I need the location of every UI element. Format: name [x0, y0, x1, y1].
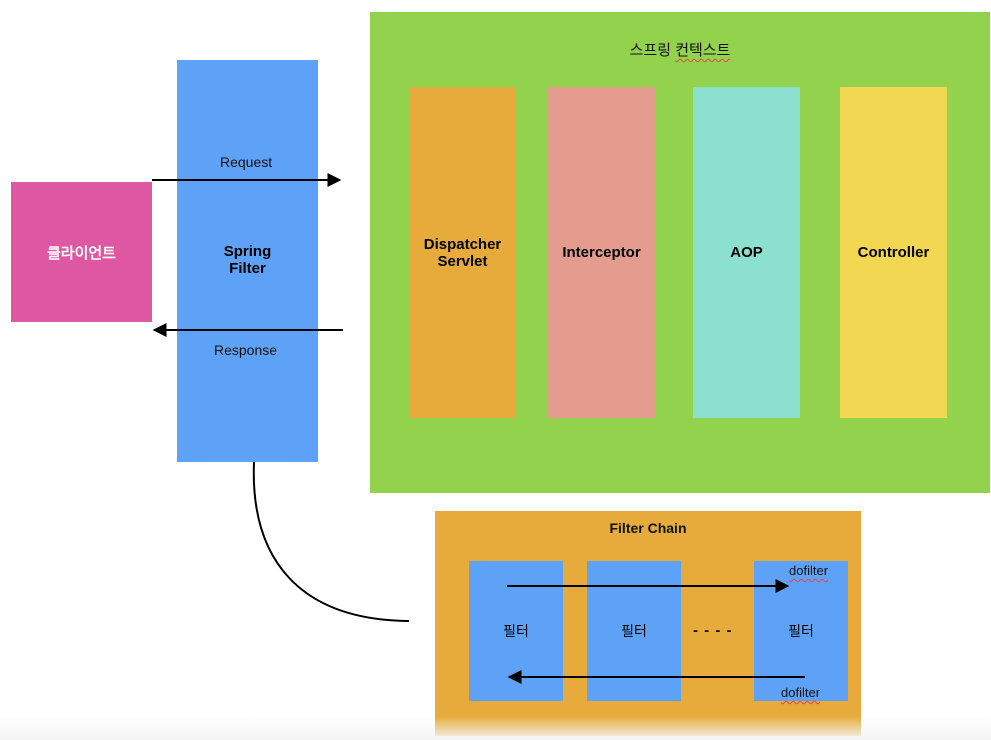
chain-filter-label: 필터: [788, 623, 814, 639]
interceptor-box: Interceptor: [548, 87, 655, 418]
aop-label: AOP: [730, 244, 763, 261]
dispatcher-servlet-line1: Dispatcher: [423, 235, 502, 253]
controller-label: Controller: [857, 244, 930, 261]
spring-filter-line2: Filter: [229, 260, 266, 277]
bottom-fade: [0, 716, 991, 740]
chain-filter-box: 필터: [469, 561, 563, 701]
filter-chain-title: Filter Chain: [609, 520, 687, 536]
dispatcher-servlet-line2: Servlet: [437, 252, 488, 270]
spring-context-title-underlined: 컨텍스트: [675, 42, 731, 59]
chain-filter-box: 필터: [587, 561, 681, 701]
client-label: 클라이언트: [46, 244, 116, 262]
response-label: Response: [214, 342, 278, 358]
client-box: 클라이언트: [11, 182, 152, 322]
spring-context-title: 스프링 컨텍스트: [370, 39, 990, 60]
dofilter-top-label: dofilter: [789, 563, 829, 578]
chain-filter-label: 필터: [503, 623, 529, 639]
dofilter-bottom-label: dofilter: [781, 685, 821, 700]
dispatcher-servlet-box: Dispatcher Servlet: [409, 87, 516, 418]
interceptor-label: Interceptor: [562, 244, 641, 261]
spring-context-title-prefix: 스프링: [629, 42, 676, 59]
spring-filter-box: Spring Filter: [177, 60, 318, 462]
aop-box: AOP: [693, 87, 800, 418]
chain-ellipsis: - - - -: [693, 622, 733, 639]
spring-filter-line1: Spring: [223, 243, 272, 260]
chain-filter-box: 필터: [754, 561, 848, 701]
chain-filter-label: 필터: [621, 623, 647, 639]
request-label: Request: [220, 154, 273, 170]
controller-box: Controller: [840, 87, 947, 418]
